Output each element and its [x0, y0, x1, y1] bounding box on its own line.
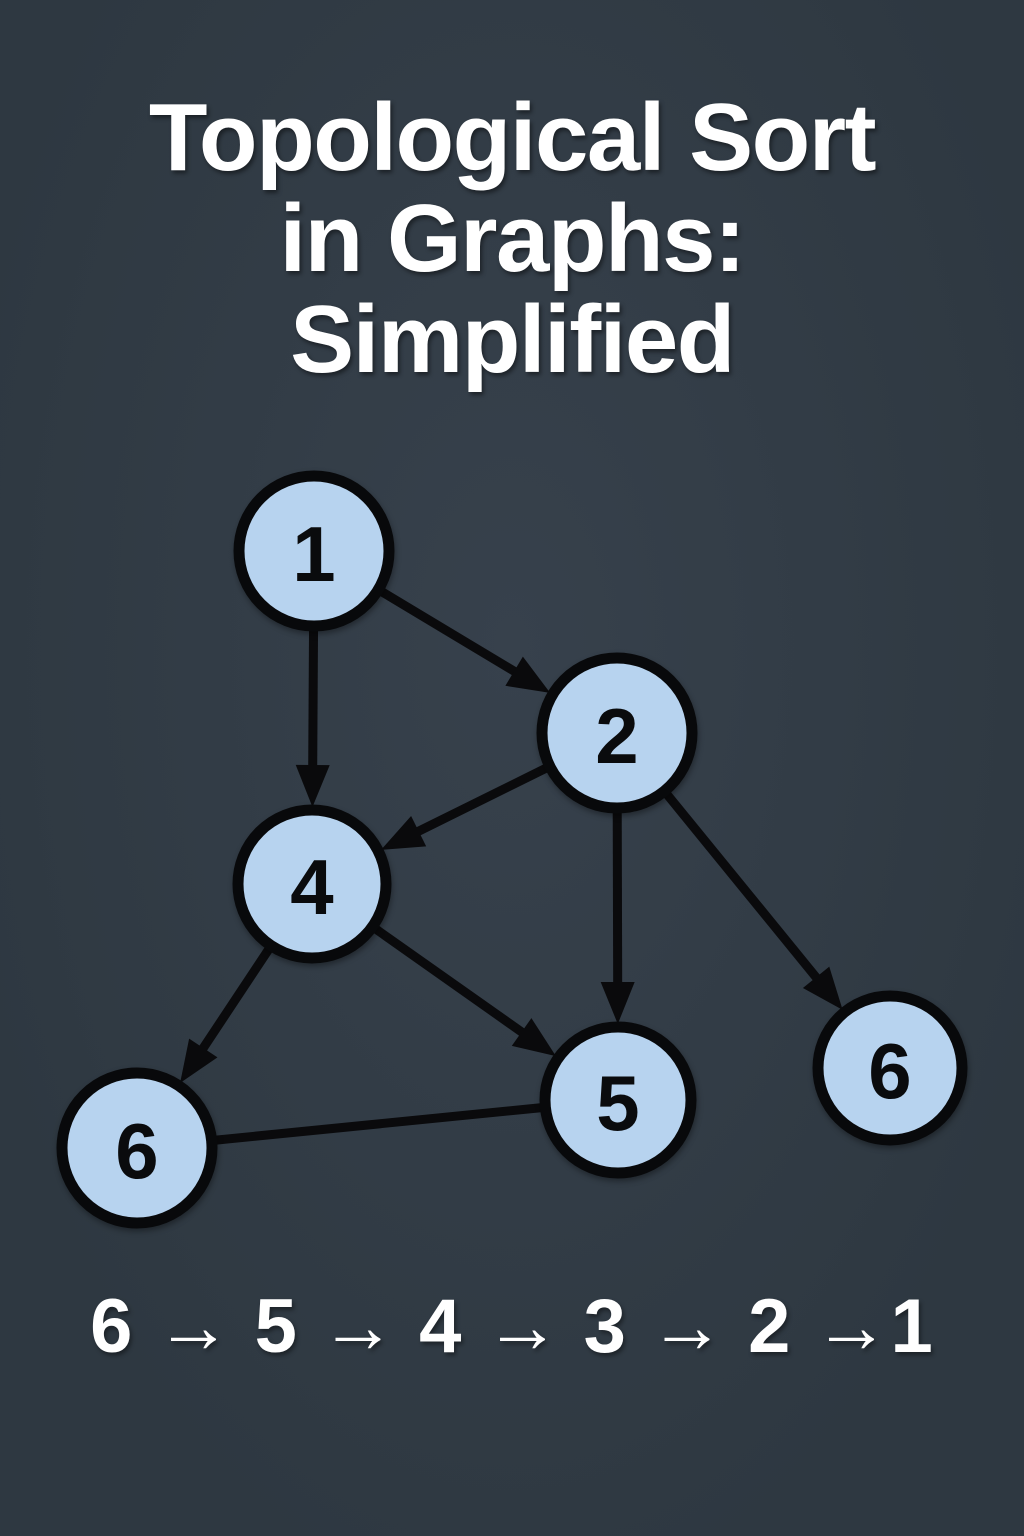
node-circle-n5[interactable] — [539, 1021, 697, 1179]
edges-layer — [180, 586, 843, 1145]
graph-node-n4[interactable]: 4 — [232, 804, 392, 964]
page-title: Topological Sort in Graphs: Simplified — [0, 84, 1024, 393]
graph-node-n2[interactable]: 2 — [536, 652, 698, 814]
arrowhead-2-to-6 — [802, 966, 843, 1010]
graph-edge-4-to-5 — [371, 924, 532, 1041]
arrowhead-1-to-4 — [295, 764, 330, 808]
node-label-n6b: 6 — [868, 1027, 911, 1115]
arrowhead-2-to-5 — [600, 981, 635, 1025]
graph-node-n5[interactable]: 5 — [539, 1021, 697, 1179]
node-label-n2: 2 — [595, 692, 638, 780]
arrowhead-4-to-6 — [180, 1038, 218, 1083]
title-line-2: in Graphs: — [279, 184, 746, 292]
arrowhead-2-to-4 — [381, 815, 427, 850]
node-circle-n1[interactable] — [233, 470, 395, 632]
graph-edge-4-to-6 — [194, 944, 274, 1058]
topological-order-caption: 6 → 5 → 4 → 3 → 2 →1 — [90, 1284, 934, 1369]
graph-edge-6-to-5 — [213, 1102, 545, 1145]
nodes-layer: 1 2 4 5 6 6 — [56, 470, 968, 1229]
node-circle-n6b[interactable] — [812, 990, 968, 1146]
node-label-n1: 1 — [292, 510, 335, 598]
title-line-3: Simplified — [290, 285, 735, 393]
node-circle-n4[interactable] — [232, 804, 392, 964]
graph-node-n6a[interactable]: 6 — [56, 1067, 218, 1229]
node-label-n6a: 6 — [115, 1107, 158, 1195]
title-line-1: Topological Sort — [148, 84, 877, 191]
arrowhead-1-to-2 — [505, 656, 551, 693]
graph-node-n1[interactable]: 1 — [233, 470, 395, 632]
node-circle-n2[interactable] — [536, 652, 698, 814]
node-label-n4: 4 — [290, 843, 333, 931]
arrowhead-4-to-5 — [511, 1018, 556, 1057]
graph-node-n6b[interactable]: 6 — [812, 990, 968, 1146]
graph-edge-2-to-4 — [409, 763, 550, 839]
graph-edge-2-to-6 — [662, 789, 825, 987]
node-circle-n6a[interactable] — [56, 1067, 218, 1229]
graph-edge-1-to-2 — [377, 586, 524, 680]
node-label-n5: 5 — [596, 1059, 639, 1147]
graph-edge-1-to-4 — [308, 627, 319, 774]
